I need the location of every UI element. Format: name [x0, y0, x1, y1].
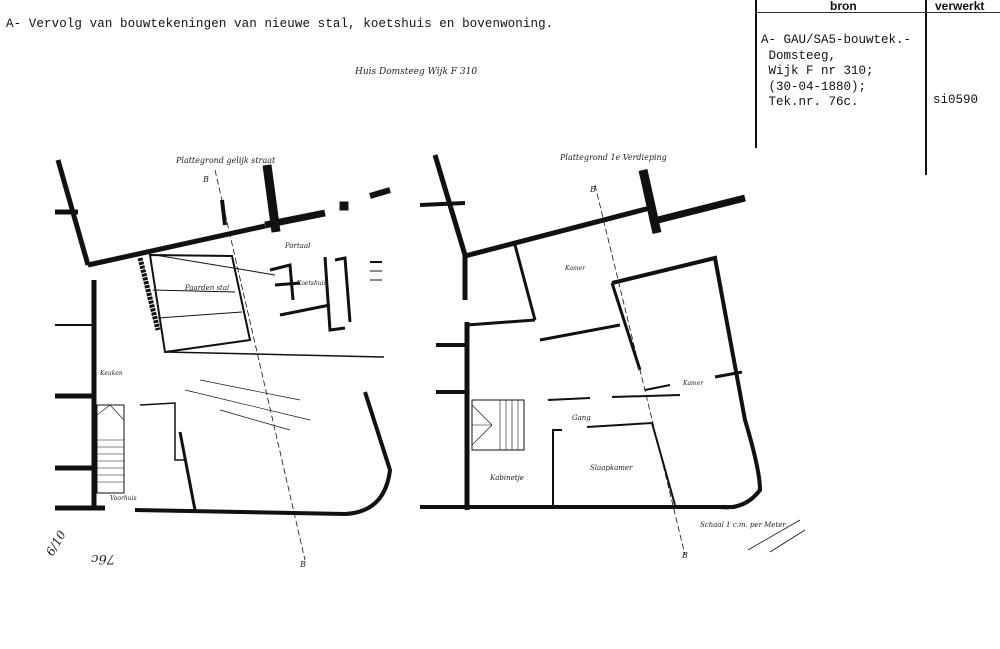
table-header-line — [755, 12, 1000, 13]
document-heading: A- Vervolg van bouwtekeningen van nieuwe… — [6, 17, 554, 31]
room-label: Kamer — [682, 380, 704, 387]
first-plan-title: Plattegrond 1e Verdieping — [559, 153, 667, 162]
section-mark: B — [202, 175, 209, 184]
header-bron: bron — [830, 0, 857, 13]
source-line: Domsteeg, — [761, 48, 837, 63]
signature — [747, 519, 806, 553]
header-verwerkt: verwerkt — [935, 0, 985, 13]
section-mark: B — [589, 185, 596, 194]
margin-note: 76c — [90, 551, 115, 566]
ground-floor-plan: Plattegrond gelijk straat Paarden stal P… — [43, 156, 393, 569]
page-mark: 6/10 — [43, 528, 69, 559]
source-table: bron verwerkt A- GAU/SA5-bouwtek.- Domst… — [755, 0, 1000, 175]
source-line: A- GAU/SA5-bouwtek.- — [761, 33, 912, 47]
ground-plan-title: Plattegrond gelijk straat — [175, 156, 276, 165]
room-label: Keuken — [99, 370, 123, 377]
source-line: (30-04-1880); — [761, 79, 867, 94]
room-label: Voorhuis — [110, 495, 137, 502]
source-reference: A- GAU/SA5-bouwtek.- Domsteeg, Wijk F nr… — [761, 33, 911, 111]
room-label: Kamer — [564, 265, 586, 272]
section-mark: B — [299, 560, 306, 569]
room-label: Kabinetje — [489, 474, 524, 482]
table-divider-left — [755, 0, 757, 148]
room-label: Gang — [572, 414, 591, 422]
room-label: Koetshuis — [296, 280, 327, 287]
section-mark: B — [681, 551, 688, 560]
source-line: Tek.nr. 76c. — [761, 95, 859, 109]
table-divider-middle — [925, 0, 927, 175]
first-floor-plan: Plattegrond 1e Verdieping Kamer Kamer Ga… — [419, 153, 806, 560]
room-label: Paarden stal — [184, 284, 229, 292]
room-label: Slaapkamer — [590, 464, 633, 472]
top-inscription: Huis Domsteeg Wijk F 310 — [354, 67, 477, 77]
scale-note: Schaal 1 c.m. per Meter — [700, 521, 786, 529]
source-line: Wijk F nr 310; — [761, 64, 874, 78]
processed-code: si0590 — [933, 93, 979, 107]
room-label: Portaal — [284, 242, 310, 250]
